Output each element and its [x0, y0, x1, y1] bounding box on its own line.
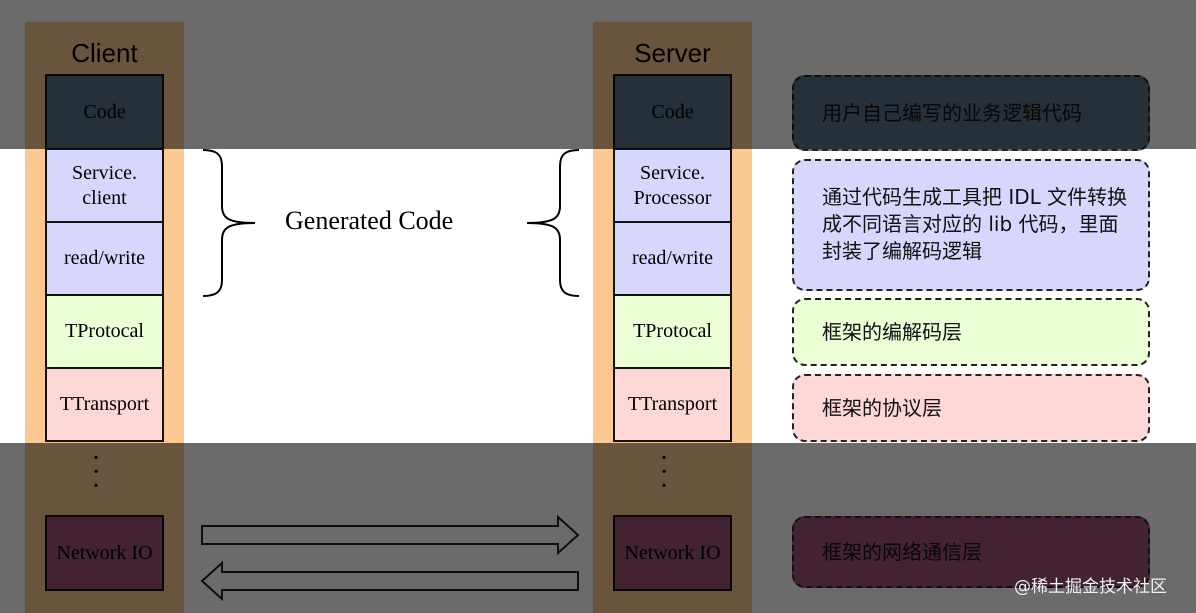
desc-code: 用户自己编写的业务逻辑代码 [792, 75, 1150, 151]
desc-generated-code: 通过代码生成工具把 IDL 文件转换成不同语言对应的 lib 代码，里面封装了编… [792, 159, 1150, 291]
desc-transport: 框架的协议层 [792, 374, 1150, 442]
client-network-layer: Network IO [45, 515, 164, 591]
client-protocol-layer: TProtocal [45, 294, 164, 369]
client-service-layer: Service. client [45, 148, 164, 223]
server-network-layer: Network IO [613, 515, 732, 591]
desc-protocol: 框架的编解码层 [792, 298, 1150, 366]
server-protocol-layer: TProtocal [613, 294, 732, 369]
server-transport-layer: TTransport [613, 367, 732, 442]
server-service-layer: Service. Processor [613, 148, 732, 223]
client-code-layer: Code [45, 74, 164, 150]
client-ellipsis: · · · [91, 443, 101, 502]
arrow-server-to-client [200, 561, 579, 601]
generated-code-label: Generated Code [285, 206, 454, 235]
left-curly-brace [202, 149, 256, 297]
watermark: @稀土掘金技术社区 [1014, 577, 1167, 597]
client-readwrite-layer: read/write [45, 221, 164, 296]
right-curly-brace [526, 149, 580, 297]
server-ellipsis: · · · [659, 443, 669, 502]
server-readwrite-layer: read/write [613, 221, 732, 296]
client-transport-layer: TTransport [45, 367, 164, 442]
server-title: Server [634, 38, 711, 68]
arrow-client-to-server [201, 515, 580, 555]
client-title: Client [71, 38, 138, 68]
server-code-layer: Code [613, 74, 732, 150]
